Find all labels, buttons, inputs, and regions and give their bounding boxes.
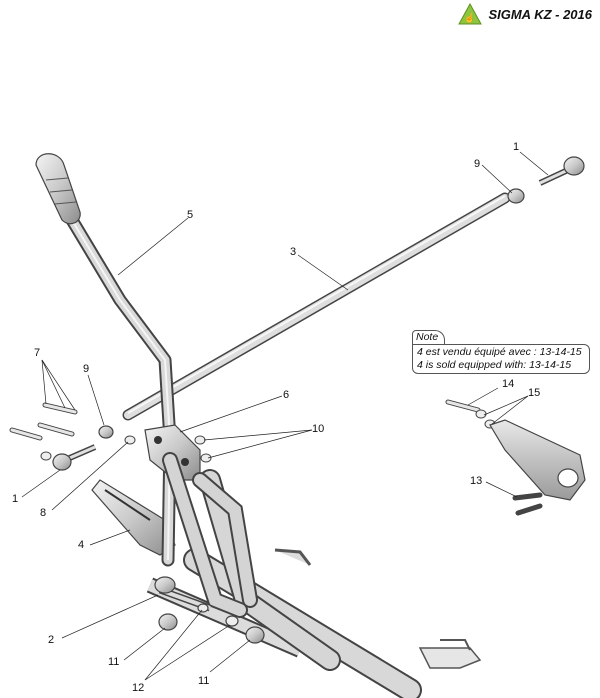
bottom-fasteners (158, 603, 265, 644)
leader-lines (21, 151, 549, 681)
callouts: 1 9 5 3 7 9 6 10 1 8 4 2 11 12 11 14 15 … (12, 141, 540, 694)
part-4-arm (91, 479, 176, 556)
linkage-tubes (162, 452, 258, 618)
note-heading: Note (412, 330, 446, 344)
callout-3: 3 (290, 246, 296, 258)
page-title: SIGMA KZ - 2016 (488, 6, 592, 22)
svg-text:☝: ☝ (465, 12, 476, 24)
callout-9-left: 9 (83, 363, 89, 375)
callout-5: 5 (187, 209, 193, 221)
left-fasteners (9, 402, 212, 471)
callout-1-left: 1 (12, 493, 18, 505)
right-detail (445, 399, 586, 516)
callout-14: 14 (502, 378, 514, 390)
callout-11-left: 11 (108, 656, 119, 668)
callout-4: 4 (78, 539, 84, 551)
note-box: Note 4 est vendu équipé avec : 13-14-15 … (412, 330, 590, 374)
callout-2: 2 (48, 634, 54, 646)
note-line-en: 4 is sold equipped with: 13-14-15 (417, 359, 572, 371)
frame (146, 469, 482, 698)
callout-7: 7 (34, 347, 40, 359)
top-right-fasteners (507, 156, 585, 204)
note-body: 4 est vendu équipé avec : 13-14-15 4 is … (412, 344, 590, 374)
callout-13: 13 (470, 475, 482, 487)
callout-8: 8 (40, 507, 46, 519)
callout-11-right: 11 (198, 675, 209, 687)
part-3-rod (122, 192, 511, 421)
callout-9-top: 9 (474, 158, 480, 170)
callout-15: 15 (528, 387, 540, 399)
callout-12: 12 (132, 682, 144, 694)
header: ☝ SIGMA KZ - 2016 (458, 3, 592, 25)
brand-logo-icon: ☝ (458, 3, 483, 25)
note-line-fr: 4 est vendu équipé avec : 13-14-15 (417, 346, 582, 358)
callout-6: 6 (283, 389, 289, 401)
callout-1-top: 1 (513, 141, 519, 153)
callout-10: 10 (312, 423, 324, 435)
